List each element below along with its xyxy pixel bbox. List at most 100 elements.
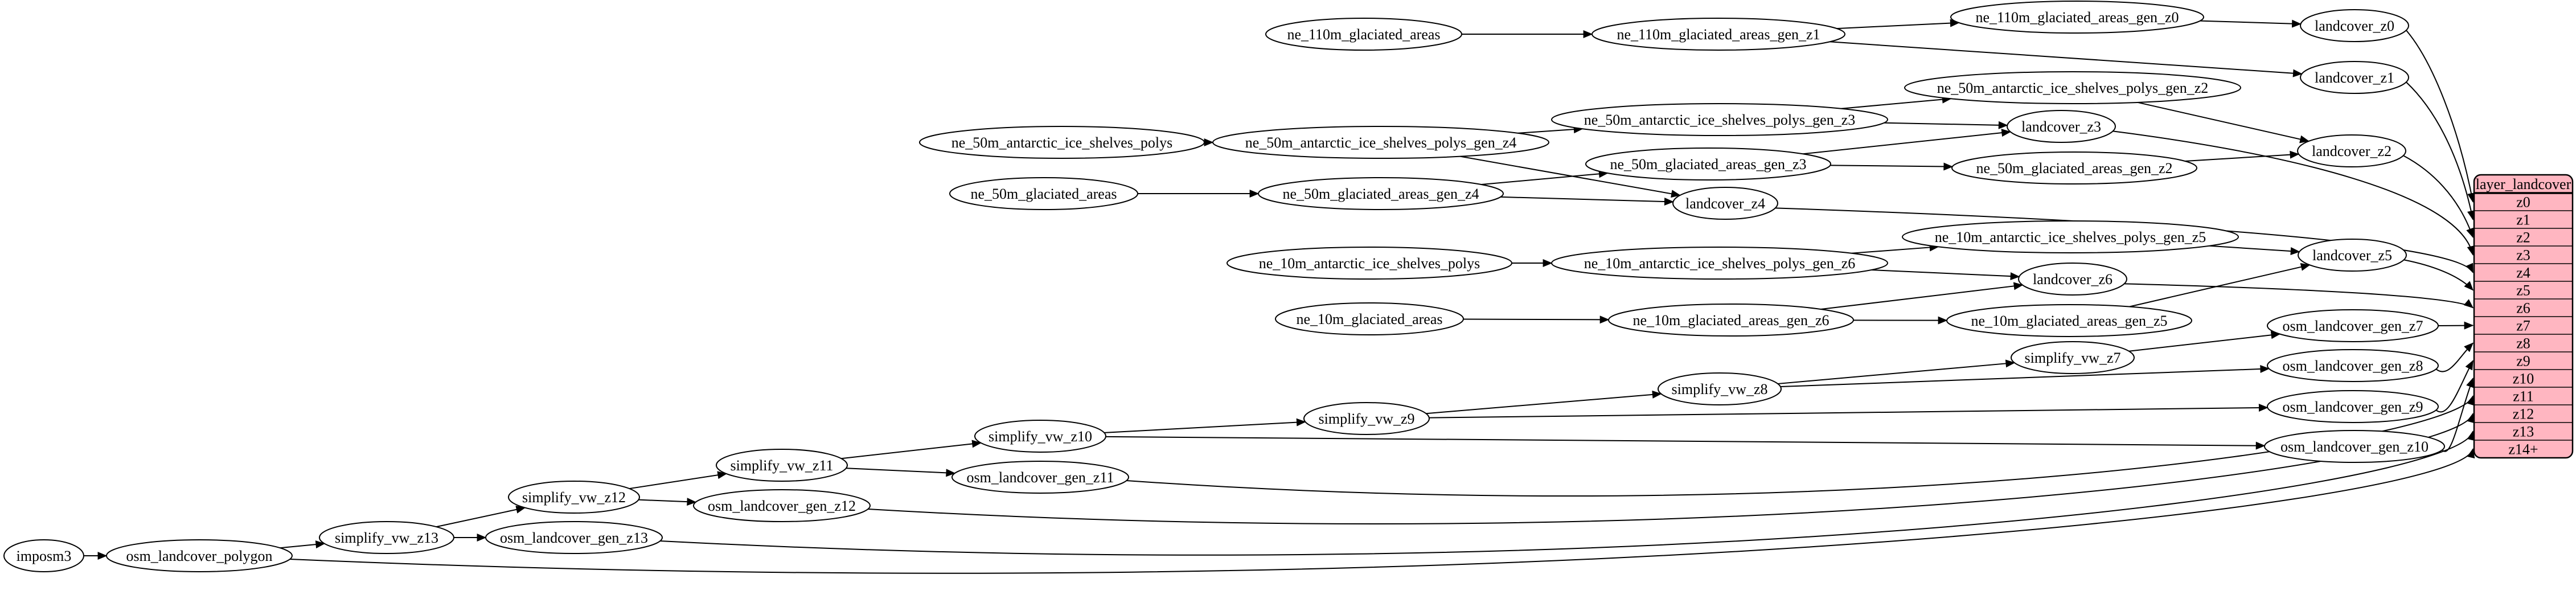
- node-landcover_z4: landcover_z4: [1672, 187, 1778, 220]
- edge-ne_110m_glaciated_areas_gen_z1-to-ne_110m_glaciated_areas_gen_z0: [1836, 19, 1960, 30]
- table-row-z5: z5: [2516, 282, 2530, 299]
- edge-simplify_vw_z13-to-simplify_vw_z12: [436, 505, 526, 528]
- node-simplify_vw_z12: simplify_vw_z12: [508, 481, 640, 514]
- node-label: simplify_vw_z11: [730, 457, 833, 474]
- node-label: simplify_vw_z13: [335, 530, 438, 546]
- node-shape: [1950, 1, 2204, 34]
- node-osm_landcover_gen_z8: osm_landcover_gen_z8: [2267, 349, 2439, 382]
- edge-landcover_z3-to-row-z3: [2113, 130, 2475, 256]
- node-ne_50m_antarctic_ice_shelves_polys_gen_z3: ne_50m_antarctic_ice_shelves_polys_gen_z…: [1551, 103, 1888, 136]
- edge-simplify_vw_z12-to-simplify_vw_z11: [629, 471, 728, 490]
- edge-ne_50m_antarctic_ice_shelves_polys_gen_z3-to-ne_50m_antarctic_ice_shelves_polys_gen_z2: [1841, 95, 1952, 109]
- node-simplify_vw_z8: simplify_vw_z8: [1658, 372, 1782, 405]
- node-shape: [1227, 247, 1512, 280]
- node-ne_10m_glaciated_areas: ne_10m_glaciated_areas: [1275, 302, 1464, 335]
- node-shape: [716, 449, 848, 482]
- node-landcover_z2: landcover_z2: [2297, 134, 2406, 167]
- node-label: simplify_vw_z9: [1319, 411, 1415, 427]
- node-label: simplify_vw_z12: [522, 489, 626, 506]
- edge-ne_10m_glaciated_areas-to-ne_10m_glaciated_areas_gen_z6: [1463, 315, 1610, 324]
- node-ne_50m_glaciated_areas_gen_z3: ne_50m_glaciated_areas_gen_z3: [1585, 147, 1831, 181]
- node-ne_10m_antarctic_ice_shelves_polys: ne_10m_antarctic_ice_shelves_polys: [1227, 247, 1512, 280]
- node-ne_50m_antarctic_ice_shelves_polys_gen_z4: ne_50m_antarctic_ice_shelves_polys_gen_z…: [1212, 126, 1549, 159]
- table-row-z11: z11: [2513, 388, 2534, 405]
- node-label: ne_50m_antarctic_ice_shelves_polys: [951, 134, 1172, 151]
- table-row-z10: z10: [2513, 371, 2534, 387]
- edge-simplify_vw_z10-to-osm_landcover_gen_z10: [1105, 436, 2266, 450]
- node-ne_50m_glaciated_areas_gen_z4: ne_50m_glaciated_areas_gen_z4: [1258, 177, 1504, 210]
- layer-landcover-table: layer_landcoverz0z1z2z3z4z5z6z7z8z9z10z1…: [2473, 174, 2574, 459]
- edge-landcover_z4-to-row-z4: [1775, 207, 2474, 273]
- node-shape: [1551, 103, 1888, 136]
- table-row-z6: z6: [2516, 300, 2530, 317]
- node-ne_10m_antarctic_ice_shelves_polys_gen_z6: ne_10m_antarctic_ice_shelves_polys_gen_z…: [1551, 247, 1888, 280]
- node-label: osm_landcover_gen_z13: [500, 530, 648, 546]
- node-label: ne_10m_antarctic_ice_shelves_polys_gen_z…: [1584, 255, 1856, 272]
- node-simplify_vw_z10: simplify_vw_z10: [974, 420, 1106, 453]
- node-osm_landcover_gen_z11: osm_landcover_gen_z11: [951, 461, 1129, 494]
- node-label: landcover_z5: [2312, 247, 2392, 264]
- node-osm_landcover_gen_z10: osm_landcover_gen_z10: [2264, 430, 2445, 463]
- node-shape: [1951, 151, 2197, 184]
- node-ne_50m_glaciated_areas_gen_z2: ne_50m_glaciated_areas_gen_z2: [1951, 151, 2197, 184]
- node-shape: [1902, 220, 2239, 253]
- edge-ne_50m_glaciated_areas_gen_z4-to-landcover_z4: [1500, 196, 1674, 206]
- edge-simplify_vw_z9-to-osm_landcover_gen_z9: [1429, 404, 2269, 419]
- edge-simplify_vw_z7-to-osm_landcover_gen_z7: [2128, 331, 2281, 352]
- table-row-z4: z4: [2516, 265, 2530, 281]
- node-label: landcover_z2: [2312, 143, 2392, 159]
- node-label: ne_50m_antarctic_ice_shelves_polys_gen_z…: [1584, 112, 1856, 128]
- node-shape: [2011, 341, 2135, 374]
- node-shape: [106, 539, 293, 572]
- node-label: ne_110m_glaciated_areas_gen_z1: [1617, 26, 1820, 43]
- edge-ne_110m_glaciated_areas_gen_z1-to-landcover_z1: [1830, 41, 2303, 77]
- edge-ne_50m_glaciated_areas_gen_z2-to-landcover_z2: [2185, 150, 2300, 162]
- node-label: osm_landcover_gen_z12: [708, 498, 856, 514]
- node-shape: [951, 461, 1129, 494]
- node-landcover_z5: landcover_z5: [2298, 239, 2407, 272]
- node-shape: [2300, 61, 2409, 94]
- edge-simplify_vw_z11-to-osm_landcover_gen_z11: [846, 468, 956, 477]
- node-label: landcover_z3: [2021, 118, 2101, 135]
- node-label: ne_50m_glaciated_areas_gen_z2: [1976, 160, 2172, 177]
- node-label: ne_10m_glaciated_areas_gen_z5: [1971, 313, 2167, 329]
- node-shape: [2267, 349, 2439, 382]
- table-row-z14+: z14+: [2508, 441, 2538, 458]
- node-shape: [1551, 247, 1888, 280]
- node-shape: [693, 489, 871, 522]
- node-landcover_z3: landcover_z3: [2007, 110, 2116, 143]
- node-shape: [2298, 239, 2407, 272]
- table-row-z2: z2: [2516, 229, 2530, 246]
- edge-simplify_vw_z9-to-simplify_vw_z8: [1426, 390, 1662, 415]
- node-osm_landcover_gen_z9: osm_landcover_gen_z9: [2267, 390, 2439, 423]
- edge-ne_50m_antarctic_ice_shelves_polys_gen_z2-to-landcover_z2: [2137, 101, 2310, 143]
- node-shape: [319, 521, 454, 554]
- node-landcover_z1: landcover_z1: [2300, 61, 2409, 94]
- node-shape: [1591, 18, 1845, 51]
- node-shape: [919, 126, 1205, 159]
- edge-landcover_z1-to-row-z1: [2406, 81, 2475, 220]
- edge-osm_landcover_gen_z8-to-row-z8: [2435, 342, 2474, 372]
- node-osm_landcover_gen_z13: osm_landcover_gen_z13: [485, 521, 663, 554]
- node-ne_10m_antarctic_ice_shelves_polys_gen_z5: ne_10m_antarctic_ice_shelves_polys_gen_z…: [1902, 220, 2239, 253]
- node-shape: [1672, 187, 1778, 220]
- node-ne_50m_antarctic_ice_shelves_polys_gen_z2: ne_50m_antarctic_ice_shelves_polys_gen_z…: [1904, 71, 2241, 104]
- node-label: ne_110m_glaciated_areas: [1287, 26, 1440, 43]
- edge-ne_50m_antarctic_ice_shelves_polys_gen_z4-to-landcover_z4: [1460, 155, 1681, 198]
- node-label: simplify_vw_z7: [2025, 350, 2121, 366]
- node-shape: [1258, 177, 1504, 210]
- edge-simplify_vw_z8-to-simplify_vw_z7: [1778, 359, 2016, 384]
- node-osm_landcover_polygon: osm_landcover_polygon: [106, 539, 293, 572]
- edge-ne_50m_glaciated_areas_gen_z3-to-landcover_z3: [1803, 129, 2012, 155]
- node-shape: [1303, 402, 1430, 435]
- edge-ne_50m_glaciated_areas_gen_z4-to-ne_50m_glaciated_areas_gen_z3: [1481, 170, 1609, 186]
- node-shape: [1904, 71, 2241, 104]
- node-simplify_vw_z7: simplify_vw_z7: [2011, 341, 2135, 374]
- node-simplify_vw_z9: simplify_vw_z9: [1303, 402, 1430, 435]
- node-osm_landcover_gen_z12: osm_landcover_gen_z12: [693, 489, 871, 522]
- node-label: ne_50m_glaciated_areas_gen_z3: [1610, 156, 1806, 173]
- edge-simplify_vw_z8-to-osm_landcover_gen_z8: [1780, 364, 2270, 388]
- node-shape: [2007, 110, 2116, 143]
- node-label: ne_10m_glaciated_areas_gen_z6: [1632, 312, 1829, 329]
